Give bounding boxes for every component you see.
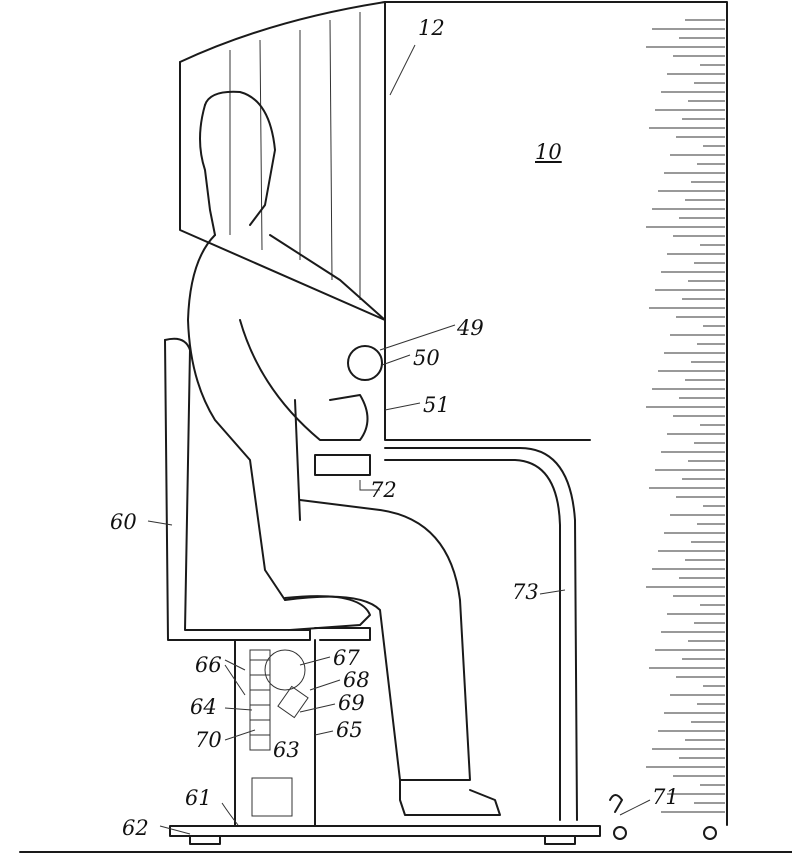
label-69: 69 bbox=[338, 691, 365, 715]
label-72: 72 bbox=[370, 478, 397, 502]
label-70: 70 bbox=[195, 728, 222, 752]
chair bbox=[164, 337, 371, 826]
ball-50 bbox=[347, 345, 383, 381]
label-68: 68 bbox=[343, 668, 370, 692]
label-67: 67 bbox=[333, 646, 360, 670]
label-hood: 12 bbox=[418, 16, 445, 40]
label-64: 64 bbox=[190, 695, 217, 719]
label-cabinet: 10 bbox=[535, 140, 562, 164]
label-49: 49 bbox=[457, 316, 484, 340]
person bbox=[187, 90, 501, 816]
label-65: 65 bbox=[336, 718, 363, 742]
label-50: 50 bbox=[413, 346, 440, 370]
base bbox=[19, 794, 792, 853]
label-71: 71 bbox=[652, 785, 679, 809]
label-60: 60 bbox=[110, 510, 137, 534]
support-arm bbox=[314, 447, 578, 821]
label-63: 63 bbox=[273, 738, 300, 762]
hood bbox=[179, 1, 386, 321]
cabinet bbox=[384, 1, 728, 826]
leader-lines bbox=[147, 44, 651, 835]
label-73: 73 bbox=[512, 580, 539, 604]
label-61: 61 bbox=[185, 786, 212, 810]
label-51: 51 bbox=[423, 393, 450, 417]
label-66: 66 bbox=[195, 653, 222, 677]
label-62: 62 bbox=[122, 816, 149, 840]
